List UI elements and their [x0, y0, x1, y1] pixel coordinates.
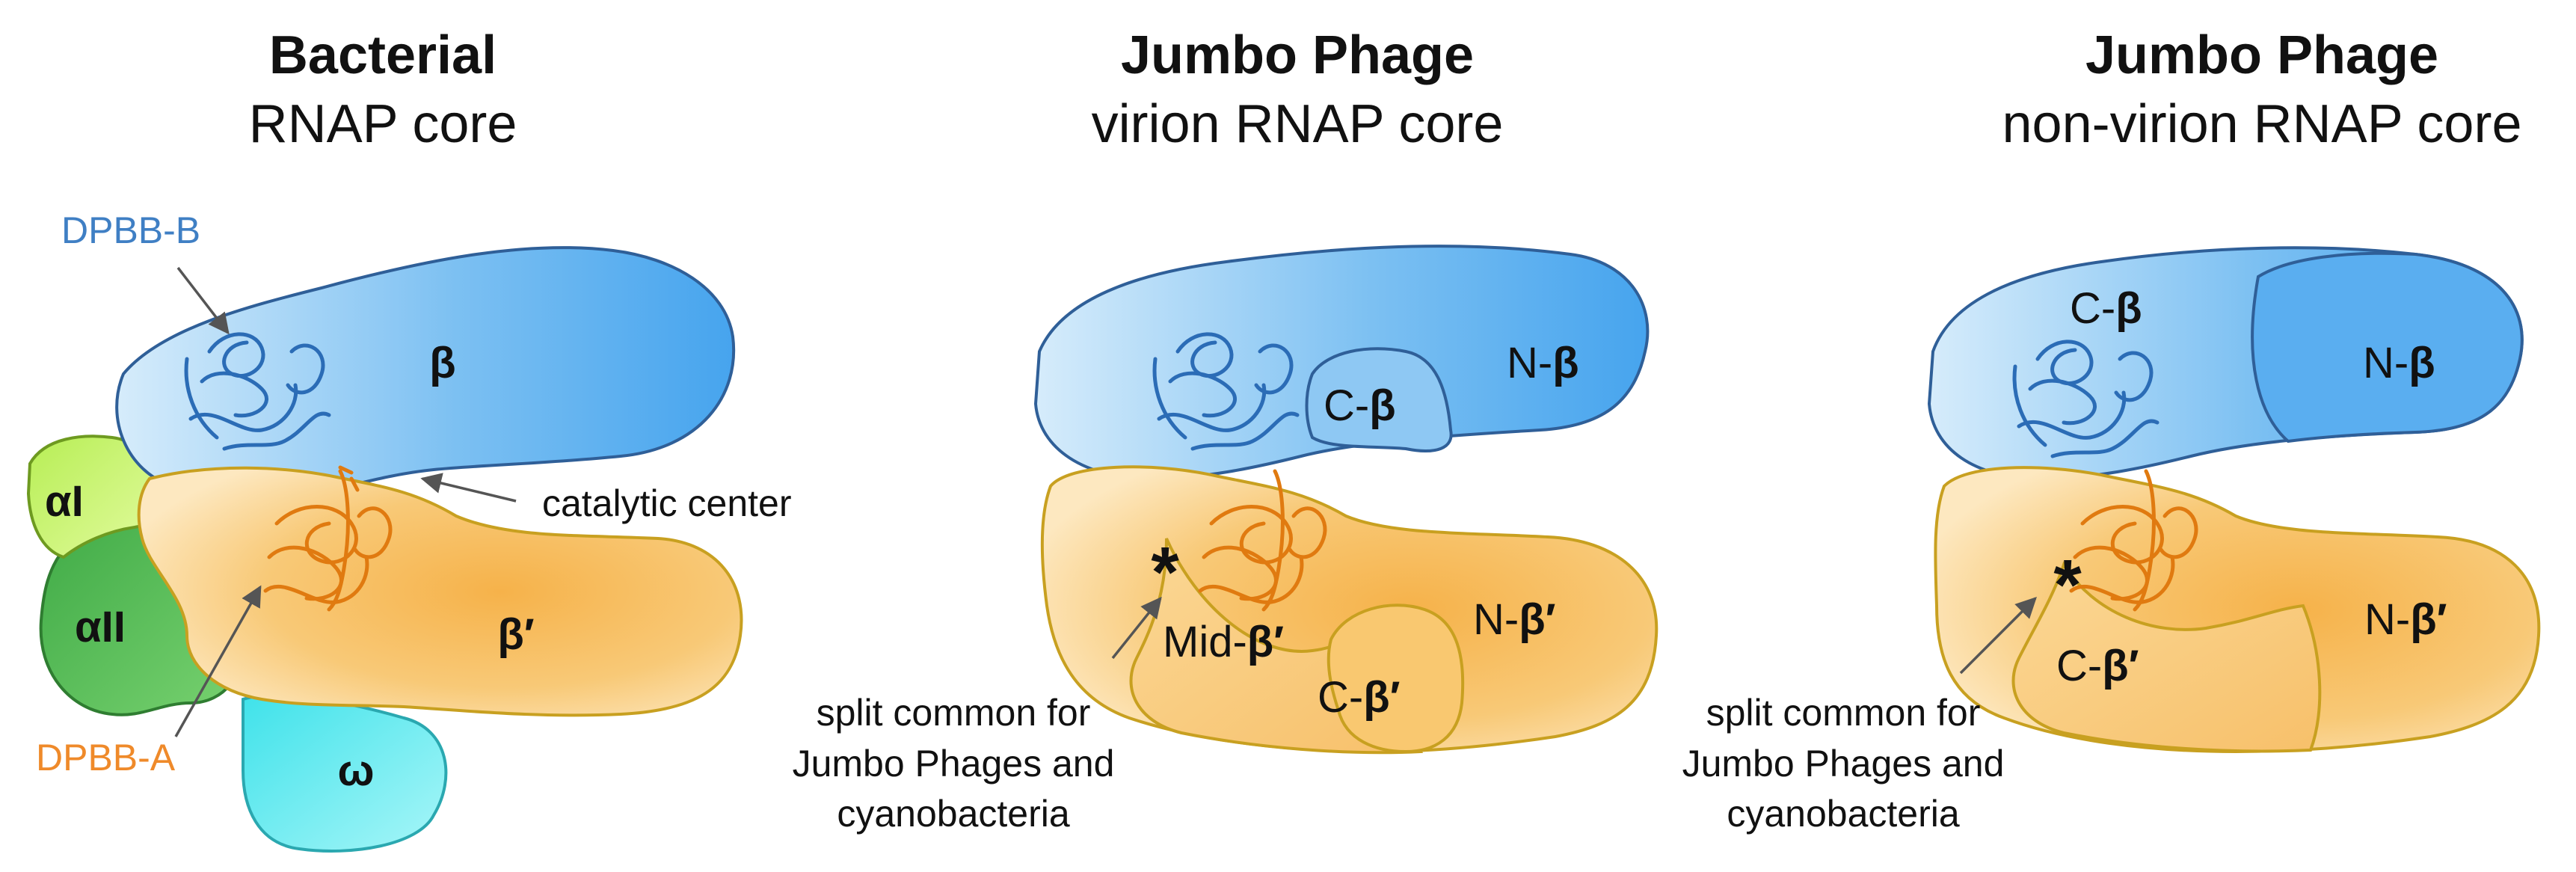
split-note-line-3: cyanobacteria — [1727, 793, 1959, 835]
dpbb-a-protein-icon — [2069, 469, 2198, 612]
panel-jumbo-non-virion: Jumbo Phage non-virion RNAP core C-β N-β — [1682, 25, 2541, 835]
c-beta-label: C-β — [2070, 284, 2142, 333]
mid-beta-prime-label: Mid-β′ — [1163, 618, 1284, 666]
c-beta-label: C-β — [1324, 381, 1396, 430]
alpha-two-label: αII — [75, 603, 126, 651]
dpbb-b-protein-icon — [1152, 332, 1300, 451]
pointer-arrow-icon — [176, 266, 230, 335]
c-beta-prime-domain — [1327, 604, 1465, 754]
panel-2-title: Jumbo Phage — [1121, 25, 1474, 85]
panel-1-subtitle: RNAP core — [249, 94, 517, 154]
n-beta-label: N-β — [1507, 339, 1579, 387]
split-asterisk: * — [2053, 545, 2082, 625]
dpbb-a-label: DPBB-A — [36, 737, 176, 779]
panel-jumbo-virion: Jumbo Phage virion RNAP core N-β — [793, 25, 1659, 835]
omega-label: ω — [338, 746, 375, 795]
n-beta-label: N-β — [2363, 339, 2435, 387]
split-note-line-2: Jumbo Phages and — [793, 743, 1115, 785]
n-beta-domain — [2251, 251, 2524, 443]
split-note-line-3: cyanobacteria — [837, 793, 1069, 835]
dpbb-a-protein-icon — [263, 465, 393, 612]
dpbb-b-protein-icon — [184, 332, 331, 451]
alpha-one-label: αI — [45, 477, 84, 526]
dpbb-b-protein-icon — [2012, 340, 2160, 458]
n-beta-prime-label: N-β′ — [1473, 595, 1556, 644]
dpbb-a-protein-icon — [1198, 469, 1327, 612]
beta-prime-label: β′ — [497, 610, 534, 659]
c-beta-domain — [1305, 347, 1453, 452]
pointer-arrow-icon — [420, 473, 517, 503]
dpbb-b-label: DPBB-B — [61, 209, 200, 251]
pointer-arrow-icon — [1111, 596, 1162, 660]
n-beta-prime-label: N-β′ — [2364, 595, 2447, 644]
pointer-arrow-icon — [174, 585, 262, 737]
beta-label: β — [429, 339, 455, 387]
beta-prime-subunit — [137, 466, 743, 717]
panel-bacterial: Bacterial RNAP core — [26, 25, 791, 853]
panel-2-subtitle: virion RNAP core — [1092, 94, 1504, 154]
c-beta-prime-domain — [2011, 561, 2322, 753]
c-beta-prime-label: C-β′ — [1318, 673, 1401, 722]
beta-subunit — [115, 246, 736, 500]
split-asterisk: * — [1151, 532, 1179, 612]
panel-3-title: Jumbo Phage — [2085, 25, 2438, 85]
c-beta-prime-label: C-β′ — [2056, 642, 2139, 690]
split-note-line-1: split common for — [1706, 692, 1981, 734]
split-note-line-2: Jumbo Phages and — [1682, 743, 2005, 785]
pointer-arrow-icon — [1959, 597, 2037, 675]
panel-3-subtitle: non-virion RNAP core — [2002, 94, 2522, 154]
split-note-line-1: split common for — [817, 692, 1091, 734]
panel-1-title: Bacterial — [269, 25, 497, 85]
catalytic-center-label: catalytic center — [542, 482, 791, 524]
